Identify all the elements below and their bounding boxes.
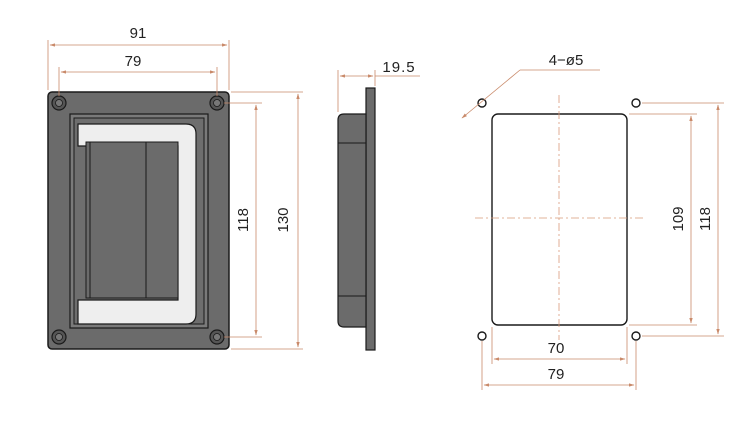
side-body [337,113,367,328]
cutout-rect [491,113,628,326]
dim-inner-height: 118 [224,102,262,338]
front-handle-cavity [85,141,179,299]
cutout-view [475,95,645,341]
front-screw-holes [51,95,225,345]
dim-cutout-width-label: 70 [548,340,565,357]
dim-cutout-height: 109 [629,113,697,326]
side-view [337,87,376,351]
hole-callout: 4−ø5 [461,52,600,119]
front-view [47,91,230,350]
side-flange [365,87,376,351]
dim-inner-height-label: 118 [235,208,252,232]
dim-hole-spacing-x: 79 [481,341,637,390]
dim-hole-spacing-x-label: 79 [548,366,565,383]
dim-overall-height-label: 130 [275,207,292,232]
dim-overall-width-label: 91 [130,25,147,42]
dim-cutout-width: 70 [491,327,628,364]
dim-hole-spacing-y: 118 [642,102,724,337]
dim-inner-width-label: 79 [125,53,142,70]
dim-cutout-height-label: 109 [670,206,687,231]
dim-hole-spacing-y-label: 118 [697,207,714,231]
dim-overall-height: 130 [231,91,303,350]
hole-callout-label: 4−ø5 [549,52,584,69]
dim-depth: 19.5 [337,59,420,112]
dim-inner-width: 79 [58,53,218,96]
cutout-mounting-holes [477,98,641,341]
dim-depth-label: 19.5 [382,59,415,76]
dim-overall-width: 91 [47,25,230,90]
